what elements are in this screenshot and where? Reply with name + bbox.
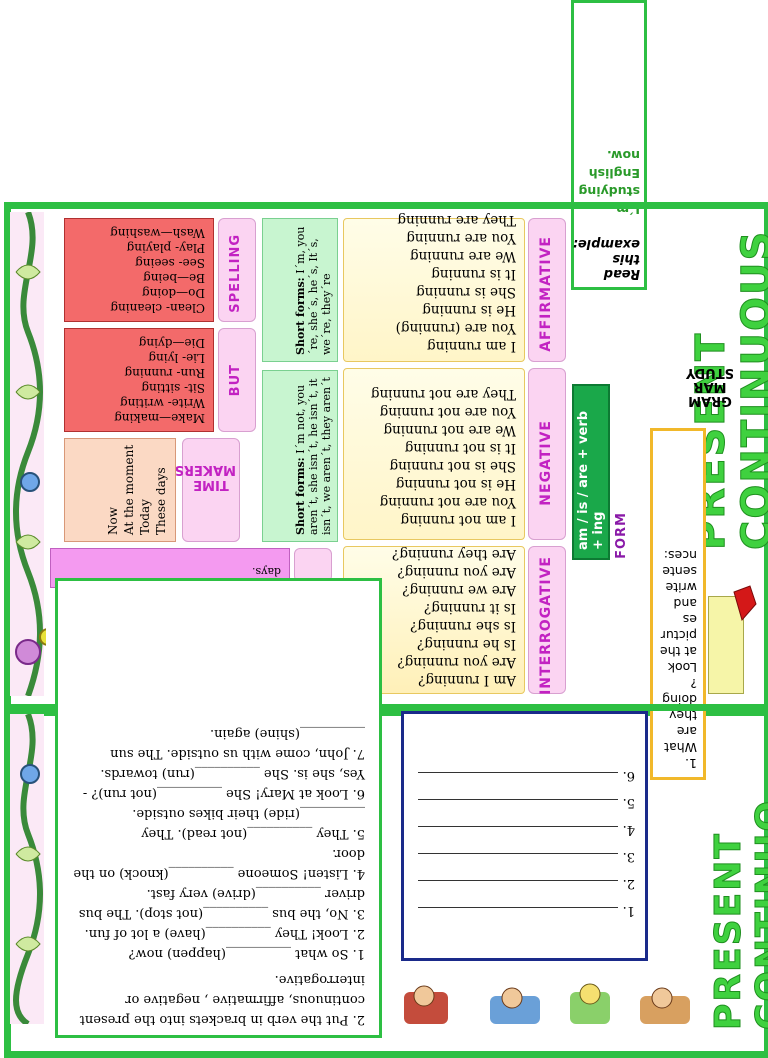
negative-label: NEGATIVE <box>538 420 554 506</box>
but-line: Lie- lying <box>148 351 205 365</box>
short-forms-negative: Short forms: I´m not, you aren´t, she is… <box>262 370 338 542</box>
affirmative-line: We are running <box>409 248 516 264</box>
form-label: FORM <box>614 512 629 559</box>
affirmative-line: You are (running) <box>395 320 516 336</box>
grammar-study-label: GRAM MAR STUDY <box>685 365 735 408</box>
tag-icon <box>733 585 757 622</box>
but-tab <box>218 328 256 432</box>
affirmative-line: He is running <box>422 302 516 318</box>
exercise-item: 5. They __________(not read). They _____… <box>132 806 365 841</box>
spelling-line: See- seeing <box>135 256 205 270</box>
time-maker-line: These days <box>154 467 168 535</box>
form-formula: am / is / are + verb + ing <box>576 410 606 550</box>
exercise-item: 4. Listen! Someone __________(knock) on … <box>73 846 365 881</box>
negative-line: He is not running <box>395 476 516 492</box>
negative-line: You are not running <box>379 404 516 420</box>
affirmative-line: They are running <box>397 212 516 228</box>
answer-line[interactable]: 2. <box>414 864 635 891</box>
answer-line[interactable]: 6. <box>414 756 635 783</box>
spelling-label: SPELLING <box>228 234 243 313</box>
affirmative-line: You are running <box>406 230 516 246</box>
spelling-tab <box>218 218 256 322</box>
spelling-line: Be—being <box>143 271 205 285</box>
affirmative-line: She is running <box>416 284 516 300</box>
negative-line: We are not running <box>383 422 516 438</box>
pink-tab-small <box>294 548 332 582</box>
short-forms-positive-label: Short forms: <box>294 277 307 355</box>
negative-line: She is not running <box>389 458 517 474</box>
time-makers-tab <box>182 438 240 542</box>
exercise-instruction: 2. Put the verb in brackets into the pre… <box>79 972 365 1027</box>
but-line: Write- writing <box>119 396 205 410</box>
picture-task-box: 1. What are they doing? Look at the pict… <box>650 428 706 780</box>
spelling-line: Play- playing <box>126 241 205 255</box>
exercise-item: 1. So what __________(happen) now? <box>128 946 365 961</box>
time-maker-line: Today <box>138 499 152 535</box>
affirmative-line: It is running <box>431 266 516 282</box>
short-forms-positive: Short forms: I´m, you´re, she´s, he´s, I… <box>262 218 338 362</box>
time-maker-line: At the moment <box>122 444 136 535</box>
exercise-item: 2. Look! They __________(have) a lot of … <box>84 926 365 941</box>
affirmative-tab <box>528 218 566 362</box>
yellow-card <box>708 596 744 694</box>
interrogative-tab <box>528 546 566 694</box>
negative-line: I am not running <box>400 512 517 528</box>
negative-line: It is not running <box>404 440 516 456</box>
answer-box: 1. 2. 3. 4. 5. 6. <box>401 711 648 961</box>
cartoon-pictures <box>404 983 690 1024</box>
interrogative-label: INTERROGATIVE <box>538 556 554 695</box>
pink-note-text: days. <box>252 565 281 578</box>
affirmative-panel: I am running You are (running) He is run… <box>343 212 525 362</box>
but-line: Die—dying <box>138 336 205 350</box>
but-line: Sit- sitting <box>141 381 205 395</box>
short-forms-negative-label: Short forms: <box>294 457 307 535</box>
but-line: Make—making <box>114 411 205 425</box>
answer-line[interactable]: 3. <box>414 837 635 864</box>
form-box: am / is / are + verb + ing <box>572 384 610 560</box>
spelling-line: Do—doing <box>142 286 205 300</box>
answer-line[interactable]: 4. <box>414 810 635 837</box>
answer-line[interactable]: 5. <box>414 783 635 810</box>
negative-panel: I am not running You are not running He … <box>343 368 525 540</box>
exercise-item: 6. Look at Mary! She __________(not run)… <box>82 766 365 801</box>
spelling-panel: Clean- cleaning Do—doing Be—being See- s… <box>64 218 214 322</box>
affirmative-line: I am running <box>427 338 516 354</box>
answer-line[interactable]: 1. <box>414 891 635 918</box>
flower-decoration-icon <box>13 714 43 1024</box>
affirmative-label: AFFIRMATIVE <box>538 236 554 352</box>
negative-line: They are not running <box>370 386 516 402</box>
but-label: BUT <box>228 364 243 397</box>
time-maker-line: Now <box>106 507 120 535</box>
upper-worksheet-frame <box>4 202 768 716</box>
exercise-item: 7. John, come with us outside. The sun _… <box>110 726 365 761</box>
lower-title: PRESENT CONTINUO <box>708 798 768 1030</box>
time-makers-label: TIME MAKERS <box>174 462 236 492</box>
spelling-line: Clean- cleaning <box>110 301 205 315</box>
exercise-item: 3. No, the bus __________(not stop). The… <box>78 886 365 921</box>
time-makers-panel: Now At the moment Today These days <box>64 438 176 542</box>
but-panel: Make—making Write- writing Sit- sitting … <box>64 328 214 432</box>
negative-line: You are not running <box>379 494 516 510</box>
but-line: Run- running <box>124 366 205 380</box>
example-note: Read this example: I´m studying English … <box>571 0 647 290</box>
flower-decoration-icon <box>13 212 46 696</box>
interrogative-line: Are they running? <box>392 546 516 562</box>
spelling-line: Wash—washing <box>110 226 205 240</box>
exercise-box: 2. Put the verb in brackets into the pre… <box>55 578 382 1038</box>
negative-tab <box>528 368 566 540</box>
